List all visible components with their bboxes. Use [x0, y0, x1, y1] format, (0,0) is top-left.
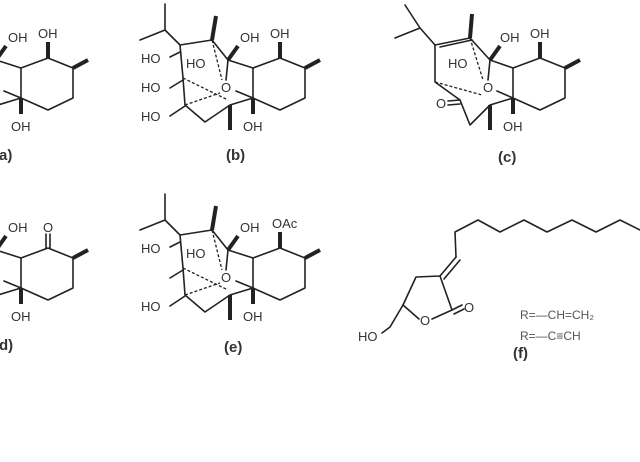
oac-label: OAc: [272, 216, 298, 231]
oh-label: OH: [240, 220, 260, 235]
ketone-oxygen-label: O: [43, 220, 53, 235]
oh-label: OH: [8, 220, 28, 235]
ho-label: HO: [141, 299, 161, 314]
ho-label: HO: [141, 51, 161, 66]
oh-label: OH: [11, 119, 31, 134]
oh-label: OH: [11, 309, 31, 324]
structure-label: (f): [513, 345, 528, 362]
structure-label: (c): [498, 149, 516, 166]
oh-label: OH: [8, 30, 28, 45]
structure-e: OAc OH OH HO HO HO O (e): [138, 192, 322, 356]
oh-label: OH: [270, 26, 290, 41]
oxygen-label: O: [483, 80, 493, 95]
structure-label: (a): [0, 147, 12, 164]
oh-label: OH: [500, 30, 520, 45]
oh-label: OH: [38, 26, 58, 41]
ho-label: HO: [186, 56, 206, 71]
ho-label: HO: [358, 329, 378, 344]
ho-label: HO: [186, 246, 206, 261]
ho-label: HO: [141, 80, 161, 95]
r-group-ethynyl: R=—C≡CH: [520, 329, 581, 343]
ho-label: HO: [448, 56, 468, 71]
r-group-vinyl: R=—CH=CH₂: [520, 308, 594, 322]
structure-b: OH OH OH HO HO HO HO O (b): [138, 2, 322, 164]
oh-label: OH: [240, 30, 260, 45]
oxygen-label: O: [221, 270, 231, 285]
oh-label: OH: [243, 119, 263, 134]
oh-label: OH: [530, 26, 550, 41]
ho-label: HO: [141, 241, 161, 256]
structure-label: (e): [224, 339, 242, 356]
structure-a: OH OH OH O (a): [0, 2, 90, 164]
ketone-oxygen-label: O: [436, 96, 446, 111]
structure-f: O O HO R=—CH=CH₂ R=—C≡CH (f): [358, 219, 640, 362]
structure-c: OH OH OH HO O O (c): [394, 4, 582, 166]
oh-label: OH: [243, 309, 263, 324]
structure-d: O OH OH O (d): [0, 192, 90, 354]
structure-label: (d): [0, 337, 13, 354]
carbonyl-oxygen-label: O: [464, 300, 474, 315]
oh-label: OH: [503, 119, 523, 134]
ring-oxygen-label: O: [420, 313, 430, 328]
ho-label: HO: [141, 109, 161, 124]
oxygen-label: O: [221, 80, 231, 95]
structure-label: (b): [226, 147, 245, 164]
